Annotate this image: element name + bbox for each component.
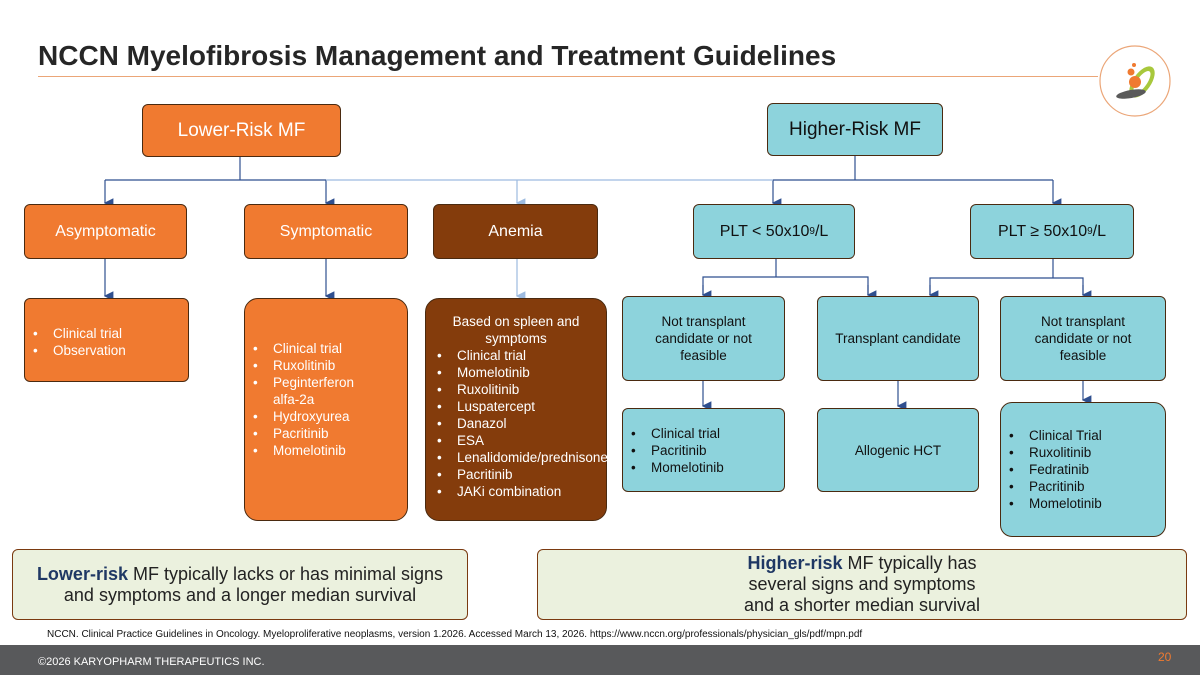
allogenic-hct-box: Allogenic HCT (817, 408, 979, 492)
citation: NCCN. Clinical Practice Guidelines in On… (47, 629, 863, 640)
list-item: Momelotinib (1001, 495, 1102, 512)
list-item: Observation (25, 342, 126, 359)
list-item: Luspatercept (429, 398, 599, 415)
callout-text: several signs and symptoms (748, 574, 976, 594)
callout-text: and a shorter median survival (743, 595, 981, 615)
not-transplant-box-2: Not transplant candidate or not feasible (1000, 296, 1166, 381)
page-title: NCCN Myelofibrosis Management and Treatm… (38, 40, 837, 71)
list-item: Momelotinib (623, 459, 724, 476)
list-item: Ruxolitinib (245, 357, 367, 374)
list-item: Momelotinib (429, 364, 599, 381)
list-item: Hydroxyurea (245, 408, 367, 425)
anemia-options: Based on spleen and symptomsClinical tri… (425, 298, 608, 521)
list-item: Pacritinib (1001, 478, 1102, 495)
company-logo (1099, 45, 1171, 117)
list-item: JAKi combination (429, 483, 599, 500)
copyright: ©2026 KARYOPHARM THERAPEUTICS INC. (38, 656, 265, 668)
list-item: Clinical trial (623, 425, 724, 442)
footer-bar (0, 645, 1200, 675)
plt-high-label: PLT ≥ 50x10 (997, 222, 1088, 240)
list-item: Ruxolitinib (429, 381, 599, 398)
asymptomatic-box: Asymptomatic (24, 204, 187, 259)
list-item: Pacritinib (245, 425, 367, 442)
unit: /L (814, 222, 829, 240)
title-rule (38, 76, 1098, 77)
callout-text: MF typically lacks or has minimal signs … (63, 563, 444, 605)
exponent: 9 (1087, 226, 1093, 237)
plt-low-label: PLT < 50x10 (719, 222, 810, 240)
exponent: 9 (809, 226, 815, 237)
list-item: Clinical trial (245, 340, 367, 357)
callout-bold: Lower-risk (36, 563, 128, 584)
list-item: Ruxolitinib (1001, 444, 1102, 461)
list-item: Momelotinib (245, 442, 367, 459)
list-item: Lenalidomide/prednisone (429, 449, 608, 466)
list-item: Clinical trial (429, 347, 599, 364)
lower-risk-mf-box: Lower-Risk MF (142, 104, 341, 157)
transplant-candidate-box: Transplant candidate (817, 296, 979, 381)
page-number: 20 (1158, 650, 1172, 664)
plt-low-nontransplant-options: Clinical trialPacritinibMomelotinib (622, 408, 785, 492)
list-item: Fedratinib (1001, 461, 1102, 478)
anemia-box: Anemia (433, 204, 598, 259)
unit: /L (1092, 222, 1107, 240)
not-transplant-box-1: Not transplant candidate or not feasible (622, 296, 785, 381)
plt-high-nontransplant-options: Clinical TrialRuxolitinibFedratinibPacri… (1000, 402, 1166, 537)
list-item: Pacritinib (623, 442, 724, 459)
list-item: Pacritinib (429, 466, 599, 483)
higher-risk-mf-box: Higher-Risk MF (767, 103, 943, 156)
asymptomatic-options: Clinical trialObservation (24, 298, 189, 382)
callout-bold: Higher-risk (747, 553, 843, 573)
callout-text: MF typically has (842, 553, 977, 573)
list-item: Danazol (429, 415, 599, 432)
symptomatic-options: Clinical trialRuxolitinibPeginterferon a… (244, 298, 408, 521)
list-item: Clinical trial (25, 325, 126, 342)
lower-risk-callout: Lower-risk MF typically lacks or has min… (12, 549, 468, 620)
list-item: Peginterferon alfa-2a (245, 374, 367, 408)
anemia-header: Based on spleen and symptoms (452, 314, 580, 346)
list-item: ESA (429, 432, 599, 449)
list-item: Clinical Trial (1001, 427, 1102, 444)
symptomatic-box: Symptomatic (244, 204, 408, 259)
